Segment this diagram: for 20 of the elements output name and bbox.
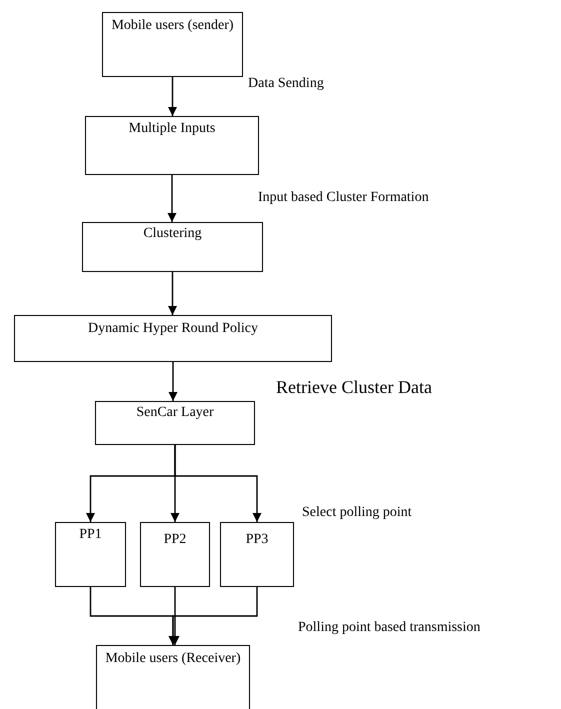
process-box: Dynamic Hyper Round Policy (14, 315, 332, 362)
arrow (168, 77, 177, 116)
process-box: PP1 (55, 522, 126, 587)
arrow (168, 587, 258, 645)
arrow (168, 272, 177, 315)
arrow (174, 445, 262, 522)
process-box: PP2 (140, 522, 210, 587)
annotation-text: Polling point based transmission (298, 620, 480, 636)
process-box: Mobile users (Receiver) (96, 645, 250, 709)
arrow (168, 362, 178, 401)
arrow (168, 175, 176, 222)
process-box: Mobile users (sender) (102, 12, 243, 77)
annotation-text: Select polling point (302, 505, 412, 521)
annotation-text: Retrieve Cluster Data (276, 377, 432, 398)
process-box: Clustering (82, 222, 263, 272)
process-box: SenCar Layer (95, 401, 255, 445)
process-box: PP3 (220, 522, 294, 587)
annotation-text: Input based Cluster Formation (258, 190, 429, 206)
process-box: Multiple Inputs (85, 116, 259, 175)
annotation-text: Data Sending (248, 76, 324, 92)
